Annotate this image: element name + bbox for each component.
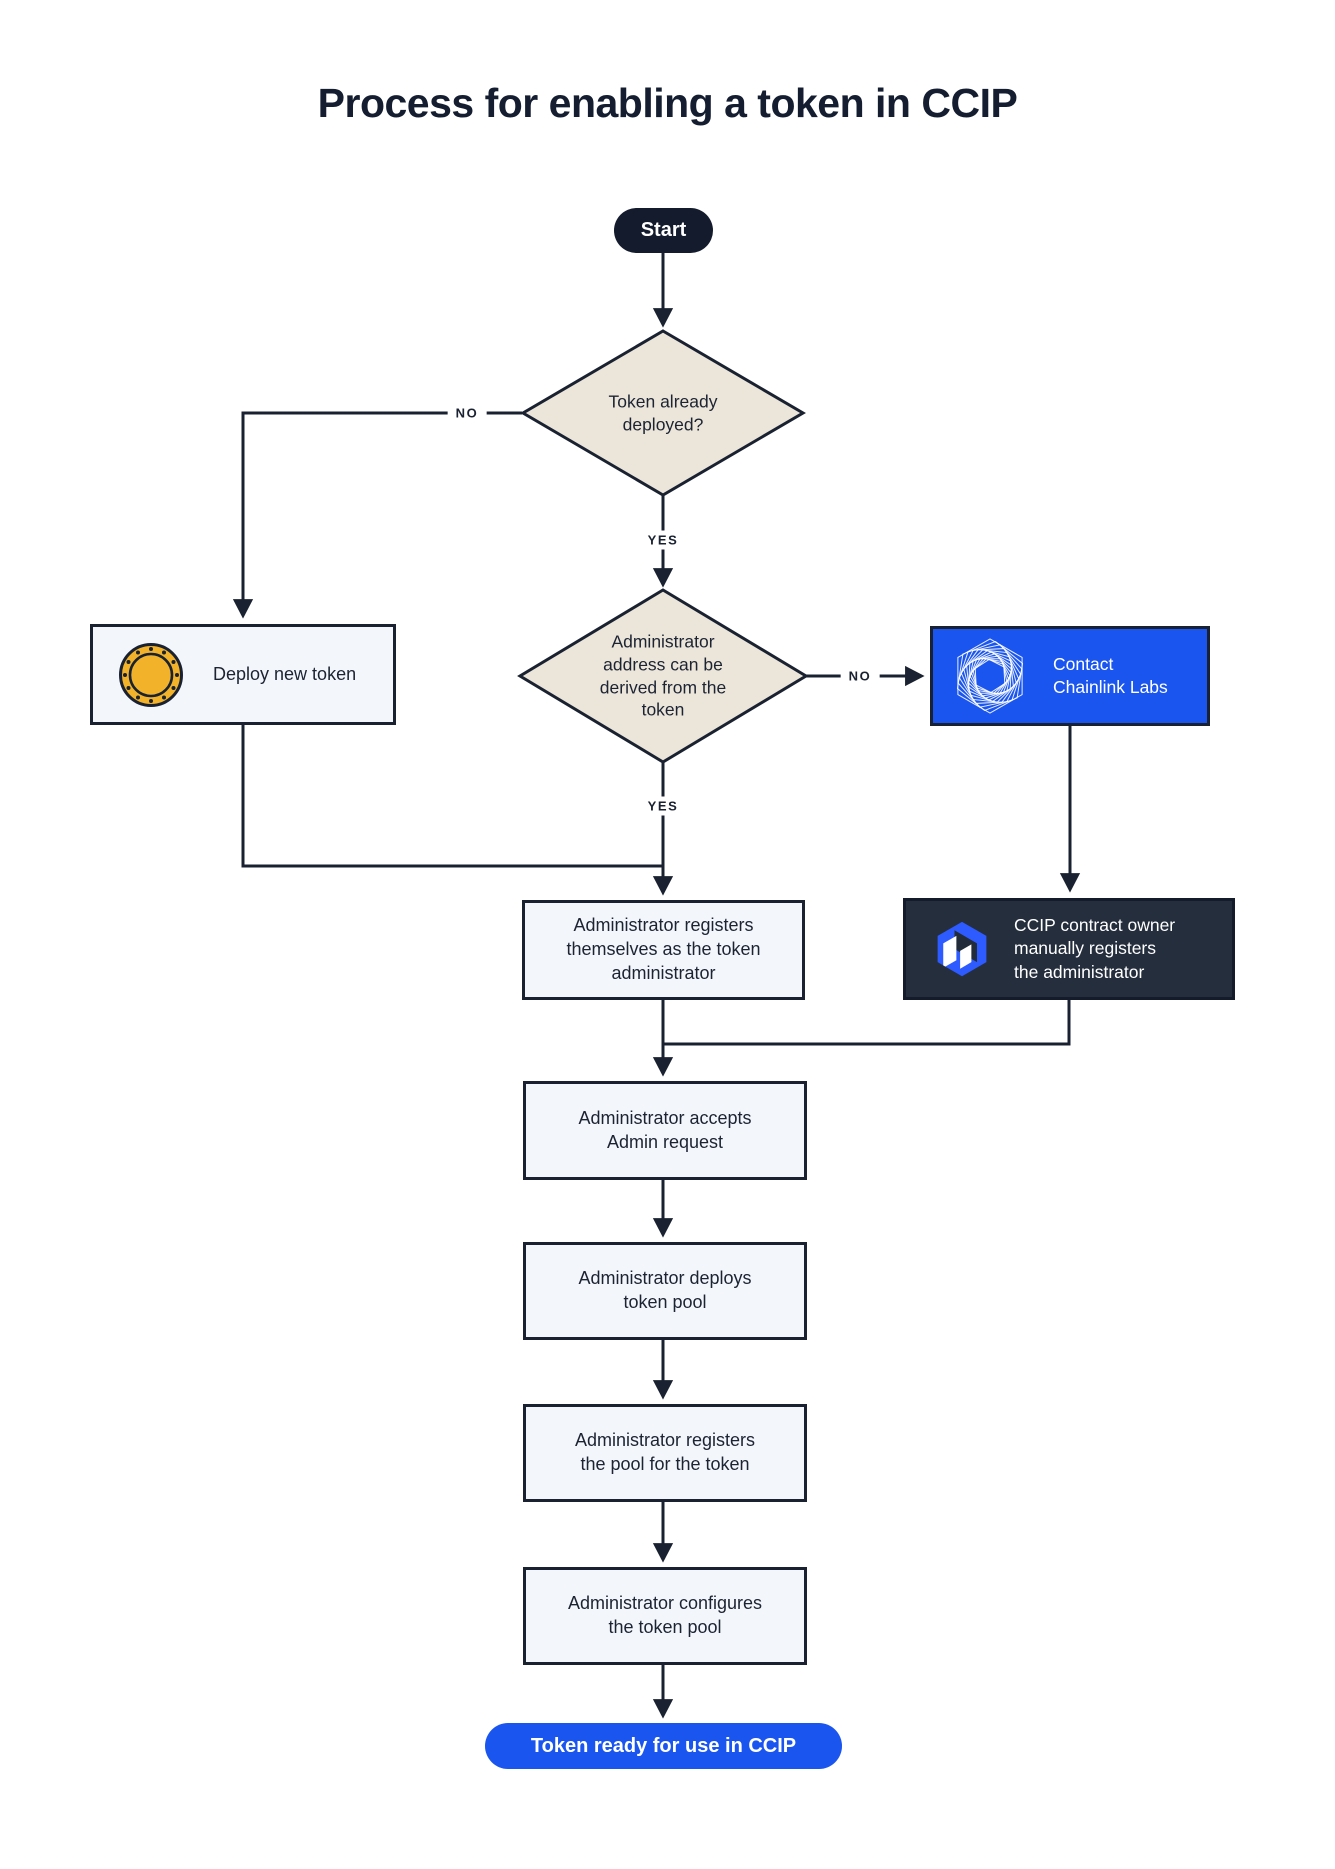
deploy-new-token-label: Deploy new token bbox=[213, 663, 357, 684]
admin-registers-pool-node: Administrator registers the pool for the… bbox=[523, 1404, 807, 1502]
ccip-logo-icon bbox=[937, 921, 987, 977]
decision-admin-address-label: Administrator address can be derived fro… bbox=[599, 631, 727, 720]
ccip-owner-registers-node: CCIP contract owner manually registers t… bbox=[903, 898, 1235, 1000]
decision-admin-address-shape bbox=[517, 588, 809, 764]
admin-deploys-label: Administrator deploys token pool bbox=[578, 1268, 752, 1312]
decision-token-deployed-shape bbox=[520, 329, 806, 497]
admin-accepts-label: Administrator accepts Admin request bbox=[578, 1107, 752, 1152]
page-title: Process for enabling a token in CCIP bbox=[317, 80, 1018, 126]
contact-chainlink-label: Contact Chainlink Labs bbox=[1053, 653, 1168, 697]
chainlink-spiral-icon bbox=[951, 635, 1029, 717]
edge-label-yes-2: YES bbox=[639, 796, 687, 816]
start-node: Start bbox=[614, 208, 713, 253]
admin-registers-label: Administrator registers themselves as th… bbox=[566, 915, 761, 983]
ccip-owner-registers-label: CCIP contract owner manually registers t… bbox=[1014, 915, 1176, 982]
admin-registers-node: Administrator registers themselves as th… bbox=[522, 900, 805, 1000]
edge-decision1-no bbox=[232, 411, 522, 619]
admin-deploys-node: Administrator deploys token pool bbox=[523, 1242, 807, 1340]
admin-configures-node: Administrator configures the token pool bbox=[523, 1567, 807, 1665]
edge-owner-merge bbox=[663, 1000, 1071, 1046]
admin-registers-pool-label: Administrator registers the pool for the… bbox=[574, 1430, 756, 1474]
edge-deploy-merge bbox=[241, 725, 663, 868]
edge-label-no-2: NO bbox=[840, 666, 880, 686]
admin-accepts-node: Administrator accepts Admin request bbox=[523, 1081, 807, 1180]
decision-token-deployed-label: Token already deployed? bbox=[608, 391, 718, 434]
contact-chainlink-node: Contact Chainlink Labs bbox=[930, 626, 1210, 726]
edge-label-no-1: NO bbox=[447, 403, 487, 423]
deploy-new-token-node: Deploy new token bbox=[90, 624, 396, 725]
start-label: Start bbox=[640, 219, 687, 242]
admin-configures-label: Administrator configures the token pool bbox=[567, 1593, 763, 1637]
edge-label-yes-1: YES bbox=[639, 530, 687, 550]
coin-icon bbox=[119, 642, 183, 707]
token-ready-label: Token ready for use in CCIP bbox=[530, 1734, 797, 1757]
token-ready-node: Token ready for use in CCIP bbox=[485, 1723, 842, 1769]
